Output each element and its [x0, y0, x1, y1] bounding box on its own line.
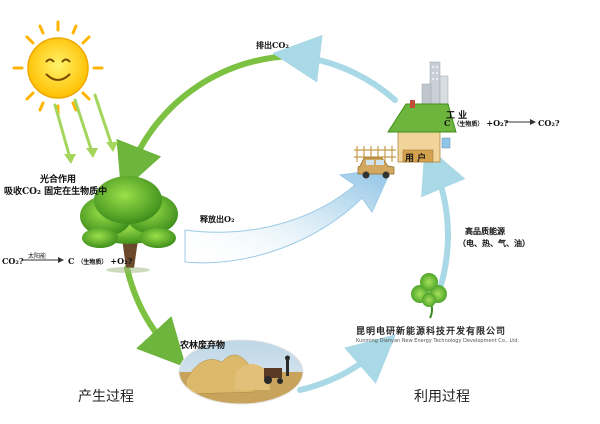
industry-formula-rest: +O₂?: [486, 118, 509, 128]
release-o2-label: 释放出O₂: [200, 214, 235, 224]
co2-fix-label: 吸收CO₂ 固定在生物质中: [4, 187, 108, 197]
tree-formula-c: C: [68, 256, 75, 266]
emit-co2-label: 排出CO₂: [256, 40, 289, 50]
industry-formula-output: CO₂?: [538, 118, 560, 128]
use-process-label: 利用过程: [414, 389, 470, 405]
green-arc-tree-to-field: [124, 265, 187, 368]
house-icon: [387, 100, 457, 163]
industry-label: 工 业: [446, 111, 468, 121]
tree-icon: [80, 176, 178, 273]
produce-process-label: 产生过程: [78, 389, 134, 405]
tree-formula-input: CO₂?: [2, 256, 24, 266]
blue-arc-top: [272, 34, 398, 103]
tree-formula: C （生物质） +O₂?: [68, 256, 132, 266]
clover-icon: [411, 273, 447, 319]
industry-formula-c: C: [444, 118, 451, 128]
industry-formula-sub: （生物质）: [453, 121, 484, 128]
green-arc-produce: [116, 52, 303, 193]
company-name-en: Kunming Dianyan New Energy Technology De…: [356, 338, 519, 344]
solar-energy-label: 太阳能: [28, 253, 47, 260]
energy-types-label: （电、热、气、油）: [458, 238, 530, 248]
company-name-cn: 昆明电研新能源科技开发有限公司: [356, 327, 507, 337]
tree-formula-sub: （生物质）: [77, 259, 108, 266]
user-label: 用 户: [405, 154, 427, 164]
photosynthesis-label: 光合作用: [40, 175, 77, 185]
car-icon: [357, 157, 395, 179]
waste-label: 农林废弃物: [180, 341, 226, 351]
blue-arc-bottom: [297, 334, 397, 393]
blue-arc-right: [421, 143, 466, 303]
energy-title-label: 高品质能源: [465, 226, 505, 236]
release-o2-arrow: [184, 167, 393, 264]
tree-formula-rest: +O₂?: [110, 256, 133, 266]
sun-icon: [12, 20, 104, 116]
industry-formula: C （生物质） +O₂?: [444, 118, 508, 128]
